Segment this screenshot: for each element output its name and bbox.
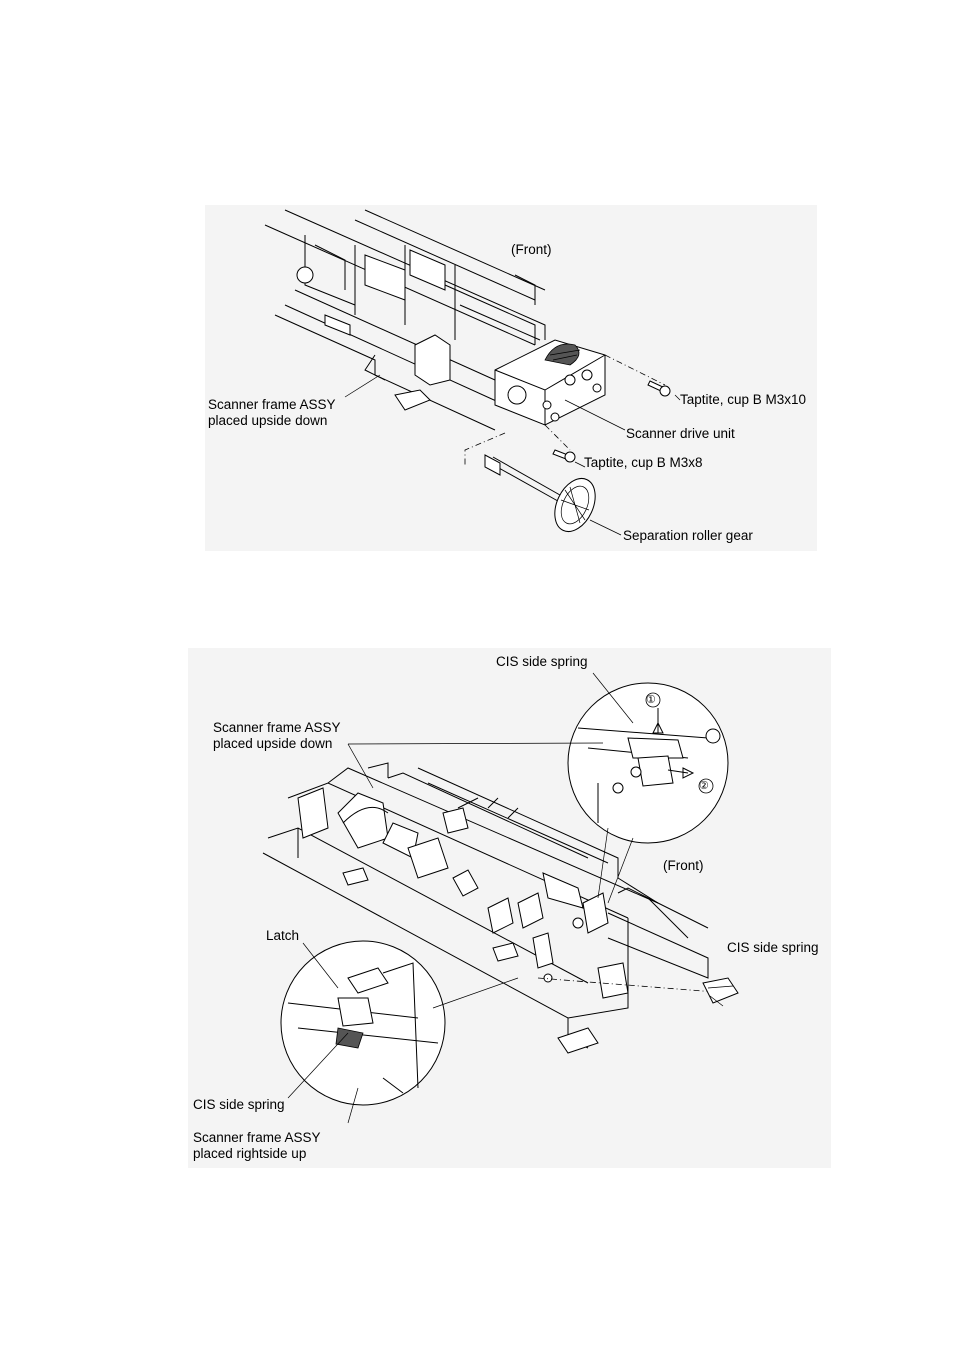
- screw-m3x10-drawing: [647, 380, 671, 397]
- scanner-drive-unit-label: Scanner drive unit: [626, 426, 735, 441]
- taptite-m3x10-label: Taptite, cup B M3x10: [680, 392, 807, 407]
- cis-side-spring-removal-drawing: [262, 672, 739, 1124]
- cis-side-spring-top-label: CIS side spring: [496, 654, 588, 669]
- bottom-figure-panel: CIS side spring Scanner frame ASSY place…: [188, 648, 831, 1168]
- latch-label: Latch: [266, 928, 300, 943]
- cis-side-spring-left-label: CIS side spring: [193, 1097, 285, 1112]
- step-marker-2: ②: [699, 780, 709, 792]
- screw-m3x8-drawing: [552, 449, 576, 463]
- scanner-frame-top-drawing: [264, 209, 546, 431]
- front-label: (Front): [511, 242, 552, 257]
- separation-roller-gear-label: Separation roller gear: [623, 528, 753, 543]
- scanner-frame-drive-unit-drawing: [264, 209, 681, 536]
- scanner-frame-upside-label-line2: placed upside down: [213, 736, 333, 751]
- cis-side-spring-right-drawing: [702, 977, 739, 1007]
- front-label-bottom: (Front): [663, 858, 704, 873]
- scanner-frame-rightside-label-line2: placed rightside up: [193, 1146, 307, 1161]
- scanner-frame-upside-label-line1: Scanner frame ASSY: [213, 720, 341, 735]
- scanner-frame-rightside-label-line1: Scanner frame ASSY: [193, 1130, 321, 1145]
- scanner-drive-unit-drawing: [494, 339, 606, 426]
- step-marker-1: ①: [646, 694, 656, 706]
- scanner-frame-label-line1: Scanner frame ASSY: [208, 397, 336, 412]
- taptite-m3x8-label: Taptite, cup B M3x8: [584, 455, 703, 470]
- scanner-frame-label-line2: placed upside down: [208, 413, 328, 428]
- magnifier-top-right: [567, 682, 729, 844]
- scanner-frame-bottom-drawing: [262, 762, 709, 1054]
- separation-roller-gear-drawing: [484, 454, 596, 532]
- magnifier-bottom-left: [280, 940, 446, 1106]
- cis-side-spring-right-label: CIS side spring: [727, 940, 819, 955]
- top-figure-panel: (Front) Scanner frame ASSY placed upside…: [205, 205, 817, 551]
